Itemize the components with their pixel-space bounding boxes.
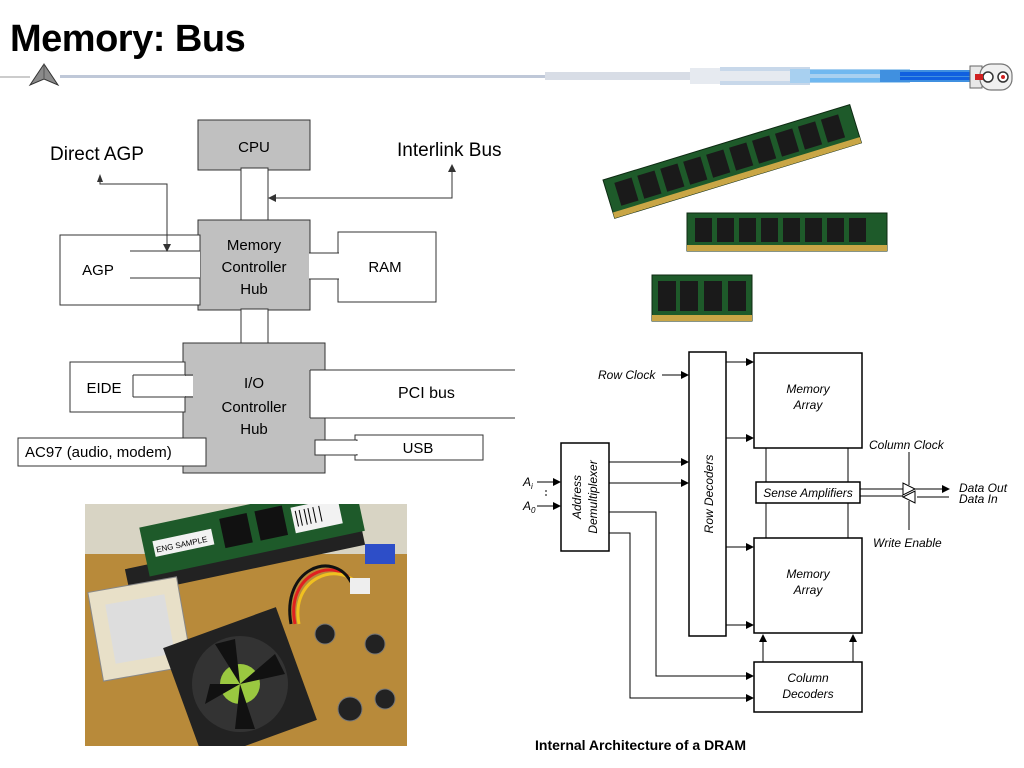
dimm-stick-icon bbox=[602, 103, 863, 219]
cpu-box bbox=[197, 119, 311, 171]
row-clock-label: Row Clock bbox=[598, 368, 656, 382]
sense-amplifiers-label: Sense Amplifiers bbox=[763, 486, 853, 500]
cpu-label: CPU bbox=[238, 139, 270, 156]
starship-icon bbox=[690, 63, 1013, 91]
usb-box bbox=[354, 434, 484, 461]
input-buffer-icon bbox=[901, 490, 949, 504]
memory-array-bottom-label-2: Array bbox=[793, 583, 824, 597]
data-out-label: Data Out bbox=[959, 481, 1008, 495]
sdram-stick-icon bbox=[686, 212, 888, 252]
ram-box bbox=[337, 231, 437, 303]
mch-ich-link bbox=[240, 308, 269, 345]
ram-label: RAM bbox=[368, 259, 401, 276]
address-input-a0: A0 bbox=[522, 499, 536, 515]
row-decoders-label: Row Decoders bbox=[702, 455, 716, 534]
output-buffer-icon bbox=[902, 482, 950, 496]
agp-mch-link bbox=[130, 251, 200, 278]
memory-array-top bbox=[753, 352, 863, 449]
column-decoders-label-2: Decoders bbox=[782, 687, 833, 701]
page-title: Memory: Bus bbox=[10, 18, 246, 60]
mch-label-1: Memory bbox=[227, 237, 282, 254]
memory-array-top-label-2: Array bbox=[793, 398, 824, 412]
ich-label-3: Hub bbox=[240, 421, 268, 438]
sense-amplifiers-box bbox=[755, 481, 861, 504]
dram-diagram: Row Clock Row Decoders Address Demultipl… bbox=[522, 351, 1008, 753]
address-demux-box bbox=[560, 442, 610, 552]
address-demux-label-2: Demultiplexer bbox=[586, 459, 600, 533]
dram-caption: Internal Architecture of a DRAM bbox=[535, 737, 746, 753]
header-rule bbox=[0, 63, 1013, 91]
column-decoders-label-1: Column bbox=[787, 671, 829, 685]
ac97-box bbox=[17, 437, 207, 467]
agp-label: AGP bbox=[82, 262, 114, 279]
memory-array-top-label-1: Memory bbox=[786, 382, 830, 396]
usb-label: USB bbox=[403, 440, 434, 457]
address-demux-label-1: Address bbox=[570, 475, 584, 520]
ich-label-1: I/O bbox=[244, 375, 264, 392]
eide-label: EIDE bbox=[86, 380, 121, 397]
ich-label-2: Controller bbox=[221, 399, 286, 416]
cpu-mch-link bbox=[240, 167, 269, 222]
column-decoders-box bbox=[753, 661, 863, 713]
mch-box bbox=[197, 219, 311, 311]
memory-array-bottom bbox=[753, 537, 863, 634]
address-input-ai: Ai bbox=[522, 475, 533, 491]
ich-box bbox=[182, 342, 326, 474]
row-decoders-box bbox=[688, 351, 727, 637]
sodimm-stick-icon bbox=[651, 274, 753, 322]
memory-array-bottom-label-1: Memory bbox=[786, 567, 830, 581]
mch-label-3: Hub bbox=[240, 281, 268, 298]
direct-agp-label: Direct AGP bbox=[50, 144, 144, 165]
interlink-bus-label: Interlink Bus bbox=[397, 140, 502, 161]
motherboard-photo: ENG SAMPLE bbox=[85, 504, 407, 746]
header-emblem-icon bbox=[28, 63, 60, 87]
write-enable-label: Write Enable bbox=[873, 536, 942, 550]
pci-bus-label: PCI bus bbox=[398, 385, 455, 402]
pci-bus-link bbox=[310, 370, 515, 418]
ac97-label: AC97 (audio, modem) bbox=[25, 444, 172, 461]
memory-modules-image bbox=[602, 103, 888, 322]
mch-ram-link bbox=[309, 253, 339, 279]
bus-diagram: CPU Memory Controller Hub AGP RAM Direct… bbox=[17, 119, 515, 474]
column-clock-label: Column Clock bbox=[869, 438, 945, 452]
data-in-label: Data In bbox=[959, 492, 998, 506]
cpu-fan-icon bbox=[163, 607, 317, 746]
mch-label-2: Controller bbox=[221, 259, 286, 276]
